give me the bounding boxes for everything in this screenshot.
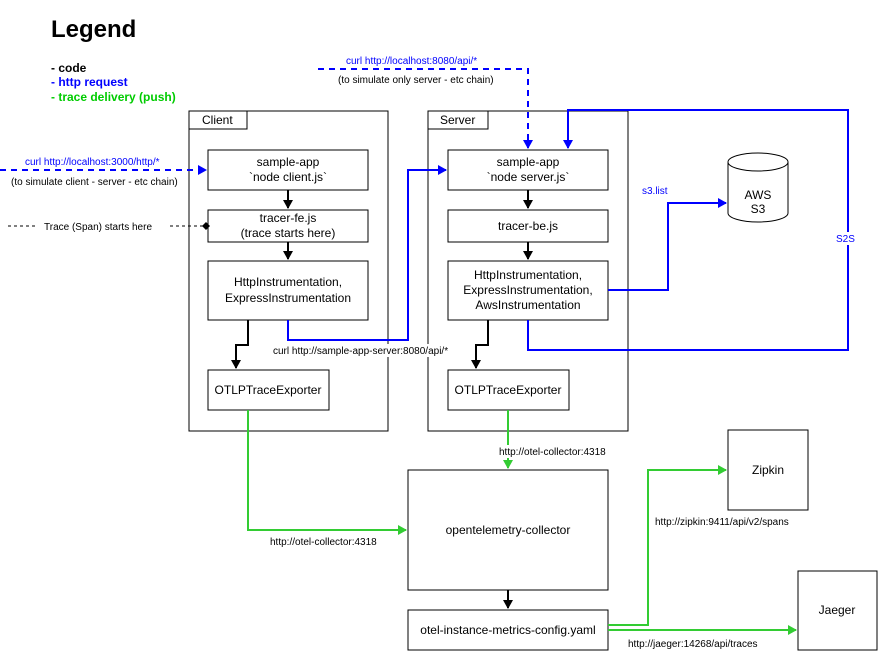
legend: Legend - code - http request - trace del… — [51, 16, 176, 104]
curl-client-note: (to simulate client - server - etc chain… — [11, 177, 178, 188]
curl-server-label: curl http://localhost:8080/api/* — [346, 56, 477, 67]
trace-start-label: Trace (Span) starts here — [44, 222, 152, 233]
svg-text:sample-app: sample-app — [497, 155, 560, 169]
curl-client-label: curl http://localhost:3000/http/* — [25, 157, 160, 168]
jaeger-url-label: http://jaeger:14268/api/traces — [628, 639, 758, 650]
trace-arrows — [247, 410, 797, 635]
svg-text:S3: S3 — [751, 202, 766, 216]
jaeger-box: Jaeger — [797, 570, 878, 651]
client-instrumentation-box: HttpInstrumentation, ExpressInstrumentat… — [207, 260, 369, 321]
curl-sample-label: curl http://sample-app-server:8080/api/* — [273, 346, 448, 357]
legend-http: - http request — [51, 75, 128, 89]
svg-text:`node client.js`: `node client.js` — [249, 170, 327, 184]
otel-top-label: http://otel-collector:4318 — [499, 447, 606, 458]
svg-text:HttpInstrumentation,: HttpInstrumentation, — [474, 268, 582, 282]
trace-start-marker: Trace (Span) starts here — [8, 222, 210, 233]
svg-text:tracer-be.js: tracer-be.js — [498, 219, 558, 233]
legend-trace: - trace delivery (push) — [51, 90, 176, 104]
s3-list-label: s3.list — [642, 186, 668, 197]
svg-text:Zipkin: Zipkin — [752, 463, 784, 477]
zipkin-box: Zipkin — [727, 429, 809, 511]
zipkin-url-label: http://zipkin:9411/api/v2/spans — [655, 517, 789, 528]
code-arrows — [231, 190, 533, 609]
s2s-label: S2S — [836, 234, 855, 245]
svg-text:tracer-fe.js: tracer-fe.js — [260, 211, 317, 225]
server-exporter-box: OTLPTraceExporter — [447, 369, 570, 411]
svg-text:OTLPTraceExporter: OTLPTraceExporter — [215, 383, 322, 397]
collector-box: opentelemetry-collector — [407, 469, 609, 591]
svg-text:sample-app: sample-app — [257, 155, 320, 169]
config-box: otel-instance-metrics-config.yaml — [407, 609, 609, 651]
http-arrows — [0, 68, 849, 351]
legend-code: - code — [51, 61, 87, 75]
svg-text:`node server.js`: `node server.js` — [487, 170, 570, 184]
svg-text:AWS: AWS — [745, 188, 772, 202]
server-instrumentation-box: HttpInstrumentation, ExpressInstrumentat… — [447, 260, 609, 321]
svg-text:opentelemetry-collector: opentelemetry-collector — [446, 523, 571, 537]
aws-s3-database: AWS S3 — [727, 152, 789, 223]
svg-text:Jaeger: Jaeger — [819, 603, 856, 617]
legend-title: Legend — [51, 16, 136, 43]
client-tracer-box: tracer-fe.js (trace starts here) — [207, 209, 369, 243]
server-tracer-box: tracer-be.js — [447, 209, 609, 243]
server-app-box: sample-app `node server.js` — [447, 149, 609, 191]
client-exporter-box: OTLPTraceExporter — [207, 369, 330, 411]
otel-left-label: http://otel-collector:4318 — [270, 537, 377, 548]
svg-text:HttpInstrumentation,: HttpInstrumentation, — [234, 275, 342, 289]
svg-text:AwsInstrumentation: AwsInstrumentation — [475, 298, 580, 312]
svg-text:ExpressInstrumentation: ExpressInstrumentation — [225, 291, 351, 305]
client-app-box: sample-app `node client.js` — [207, 149, 369, 191]
svg-text:ExpressInstrumentation,: ExpressInstrumentation, — [463, 283, 592, 297]
svg-text:OTLPTraceExporter: OTLPTraceExporter — [455, 383, 562, 397]
client-group-label: Client — [202, 113, 233, 127]
svg-text:otel-instance-metrics-config.y: otel-instance-metrics-config.yaml — [420, 623, 595, 637]
svg-text:(trace starts here): (trace starts here) — [241, 226, 336, 240]
server-group-label: Server — [440, 113, 475, 127]
curl-server-note: (to simulate only server - etc chain) — [338, 75, 494, 86]
